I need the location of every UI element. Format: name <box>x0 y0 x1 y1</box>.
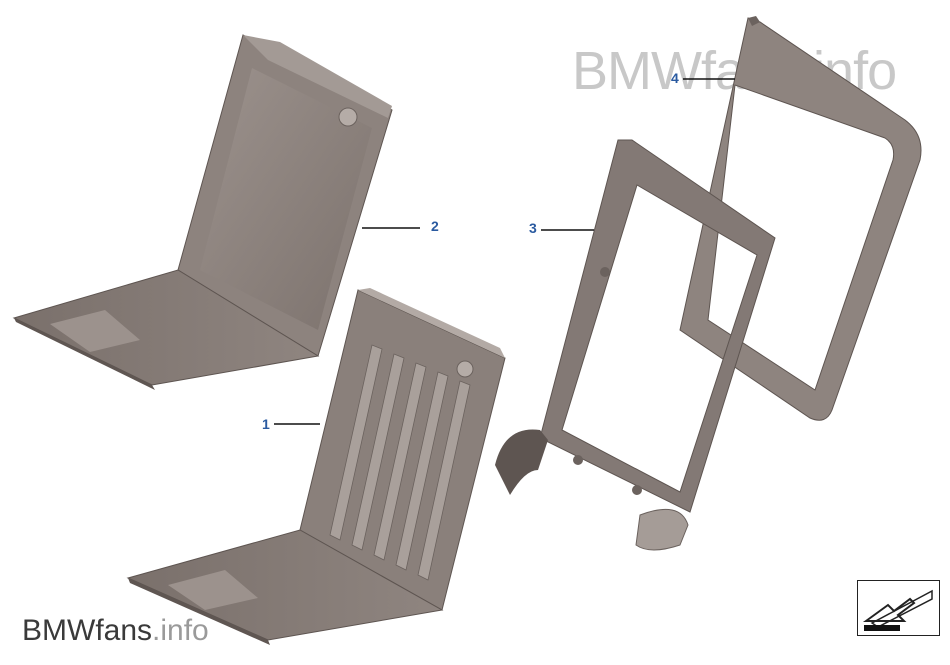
callout-2-label: 2 <box>431 218 439 234</box>
arrow-to-ground-icon[interactable] <box>857 580 940 636</box>
part-3-front-frame <box>495 139 776 551</box>
callout-1: 1 <box>262 416 320 432</box>
callout-3-label: 3 <box>529 220 537 236</box>
part-1-slatted-tray <box>126 288 506 645</box>
watermark-bottom-main: BMWfans <box>22 614 153 647</box>
arrow-to-ground-icon-graphic <box>862 589 933 631</box>
callout-3: 3 <box>529 220 594 236</box>
callout-1-label: 1 <box>262 416 270 432</box>
part-4-rear-frame <box>679 16 922 421</box>
callout-4-label: 4 <box>671 70 679 86</box>
callout-2: 2 <box>362 218 439 234</box>
watermark-bottom-suffix: .info <box>152 614 209 647</box>
part-2-folding-tray <box>12 34 393 390</box>
watermark-bottom: BMWfans.info <box>22 614 209 648</box>
callout-4: 4 <box>671 70 735 86</box>
